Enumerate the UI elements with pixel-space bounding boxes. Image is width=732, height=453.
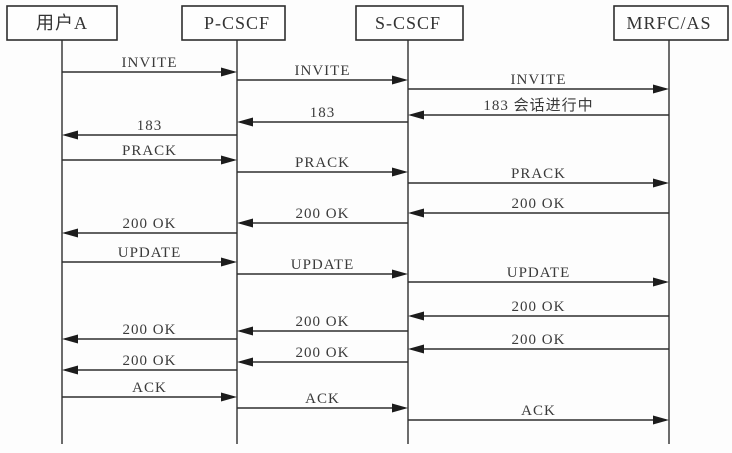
message-label: UPDATE	[291, 257, 355, 273]
arrowhead-icon	[62, 228, 78, 238]
message-label: 200 OK	[512, 196, 566, 212]
arrowhead-icon	[408, 110, 424, 120]
arrowhead-icon	[62, 365, 78, 375]
message-label: PRACK	[122, 143, 177, 159]
message-label: PRACK	[295, 155, 350, 171]
arrowhead-icon	[392, 75, 408, 85]
message-label: 200 OK	[123, 322, 177, 338]
participant-label-p-cscf: P-CSCF	[204, 13, 270, 33]
message-label: 200 OK	[123, 216, 177, 232]
arrowhead-icon	[237, 218, 253, 228]
arrowhead-icon	[408, 208, 424, 218]
message-label: ACK	[521, 403, 556, 419]
arrowhead-icon	[62, 130, 78, 140]
message-label: 183	[310, 105, 336, 121]
message-label: 183	[137, 118, 163, 134]
arrowhead-icon	[408, 344, 424, 354]
message-label: 183 会话进行中	[483, 97, 593, 114]
arrowhead-icon	[392, 167, 408, 177]
arrowhead-icon	[653, 277, 669, 287]
arrowhead-icon	[653, 178, 669, 188]
message-label: ACK	[132, 380, 167, 396]
participant-label-s-cscf: S-CSCF	[375, 13, 441, 33]
arrowhead-icon	[221, 67, 237, 77]
arrowhead-icon	[221, 257, 237, 267]
participant-box-s-cscf	[355, 5, 464, 41]
arrowhead-icon	[392, 403, 408, 413]
message-label: UPDATE	[118, 245, 182, 261]
arrowhead-icon	[408, 311, 424, 321]
participant-box-mrfc-as	[613, 5, 729, 41]
arrowhead-icon	[221, 155, 237, 165]
message-label: PRACK	[511, 166, 566, 182]
message-label: 200 OK	[296, 206, 350, 222]
participant-box-p-cscf	[181, 5, 286, 41]
message-label: 200 OK	[512, 332, 566, 348]
message-label: 200 OK	[296, 314, 350, 330]
arrowhead-icon	[221, 392, 237, 402]
message-label: 200 OK	[123, 353, 177, 369]
message-label: UPDATE	[507, 265, 571, 281]
arrowhead-icon	[237, 117, 253, 127]
message-label: INVITE	[295, 63, 351, 79]
arrowhead-icon	[62, 334, 78, 344]
arrowhead-icon	[392, 269, 408, 279]
message-label: ACK	[305, 391, 340, 407]
participant-box-user-a	[6, 5, 118, 41]
arrowhead-icon	[237, 326, 253, 336]
participant-label-user-a: 用户A	[36, 13, 88, 33]
message-label: INVITE	[511, 72, 567, 88]
arrowhead-icon	[237, 357, 253, 367]
participant-label-mrfc-as: MRFC/AS	[626, 13, 711, 33]
message-label: INVITE	[122, 55, 178, 71]
message-label: 200 OK	[512, 299, 566, 315]
arrowhead-icon	[653, 84, 669, 94]
arrowhead-icon	[653, 415, 669, 425]
message-label: 200 OK	[296, 345, 350, 361]
